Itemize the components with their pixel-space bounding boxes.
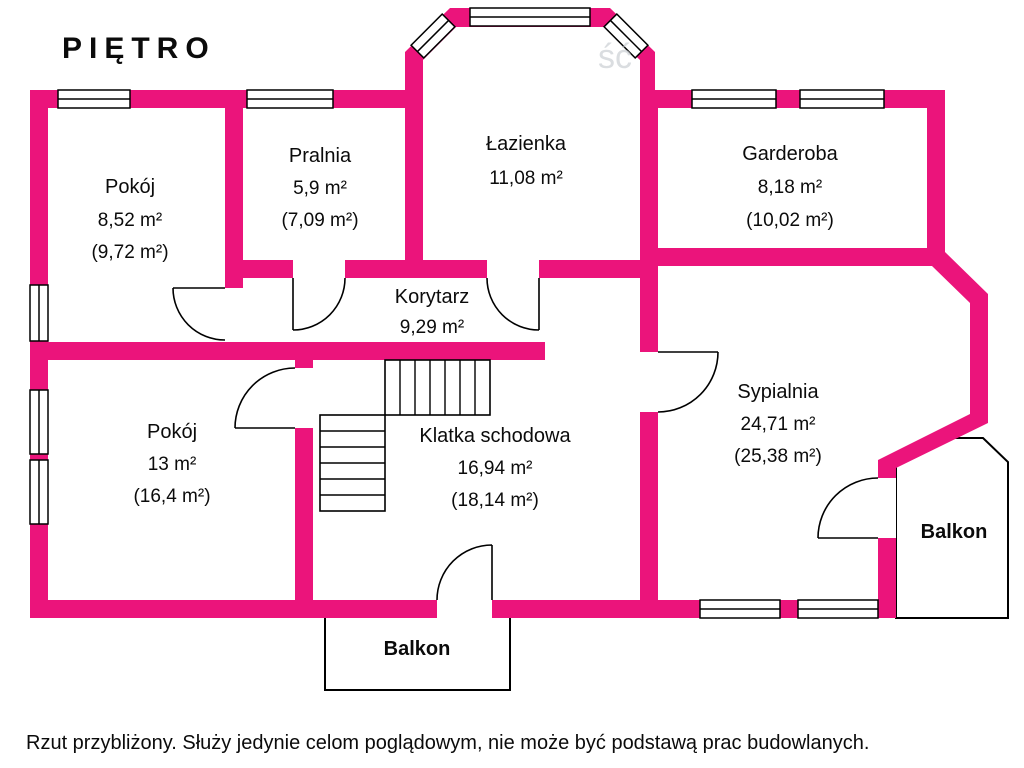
room-sypialnia-floor [658,266,970,600]
door-balkon-bottom [436,544,493,601]
room-label-klatka-schodowa: Klatka schodowa 16,94 m² (18,14 m²) [419,425,571,511]
door-swings [172,277,879,601]
door-pokoj-top [172,287,226,341]
room-area-total: (9,72 m²) [91,242,168,263]
window [29,284,49,342]
room-pokoj-top-floor [48,108,225,342]
room-label-sypialnia: Sypialnia 24,71 m² (25,38 m²) [734,381,822,467]
door-lazienka [486,277,540,331]
door-openings [225,260,896,618]
window-bay-left [410,13,456,59]
door-gap-lazienka [487,260,539,278]
room-area: 5,9 m² [293,178,347,199]
room-area: 8,52 m² [98,210,162,231]
door-pralnia [292,277,346,331]
room-name: Klatka schodowa [419,425,571,447]
door-gap-pralnia [293,260,345,278]
room-area: 24,71 m² [741,414,816,435]
balcony-right-label: Balkon [921,521,988,543]
window [699,599,781,619]
window [29,459,49,525]
room-label-pokoj-bottom: Pokój 13 m² (16,4 m²) [133,421,210,507]
room-floors [48,27,970,600]
door-gap-sypialnia [640,352,658,412]
room-area-total: (7,09 m²) [281,210,358,231]
room-area: 11,08 m² [489,168,563,189]
watermark-text: ść [598,38,632,76]
room-name: Sypialnia [737,381,819,403]
room-area: 16,94 m² [458,458,533,479]
window [29,389,49,455]
window-bay-right [603,13,649,59]
window [691,89,777,109]
window [246,89,334,109]
room-name: Łazienka [486,133,567,155]
door-gap-balkon-right [878,478,896,538]
room-area-total: (18,14 m²) [451,490,539,511]
room-pralnia-floor [243,108,405,260]
door-pokoj-bottom [234,367,296,429]
room-name: Pokój [147,421,197,443]
room-name: Pralnia [289,145,352,167]
door-gap-pokoj-top [225,288,243,342]
balcony-bottom-label: Balkon [384,638,451,660]
window [799,89,885,109]
window-bay-top [469,7,591,27]
room-label-pokoj-top: Pokój 8,52 m² (9,72 m²) [91,176,168,263]
room-garderoba-floor [658,108,927,248]
room-area: 8,18 m² [758,177,822,198]
door-gap-pokoj-bottom [295,368,313,428]
room-area: 13 m² [148,454,197,475]
door-balkon-right [817,477,879,539]
room-area: 9,29 m² [400,317,464,338]
room-lazienka-floor [423,27,640,260]
room-korytarz-klatka-floor [243,278,640,600]
room-label-pralnia: Pralnia 5,9 m² (7,09 m²) [281,145,358,231]
room-area-total: (25,38 m²) [734,446,822,467]
door-gap-balkon-bottom [437,600,492,618]
room-label-lazienka: Łazienka 11,08 m² [486,133,567,189]
staircase [319,359,491,512]
room-label-garderoba: Garderoba 8,18 m² (10,02 m²) [742,143,838,231]
windows [29,7,885,619]
room-label-korytarz: Korytarz 9,29 m² [395,286,469,338]
room-area-total: (16,4 m²) [133,486,210,507]
room-pokoj-bottom-floor [48,360,295,600]
room-name: Garderoba [742,143,838,165]
room-area-total: (10,02 m²) [746,210,834,231]
window [57,89,131,109]
room-name: Pokój [105,176,155,198]
window [797,599,879,619]
disclaimer-text: Rzut przybliżony. Służy jedynie celom po… [26,732,869,754]
door-sypialnia [657,351,719,413]
page-title: PIĘTRO [62,32,216,65]
room-name: Korytarz [395,286,469,308]
